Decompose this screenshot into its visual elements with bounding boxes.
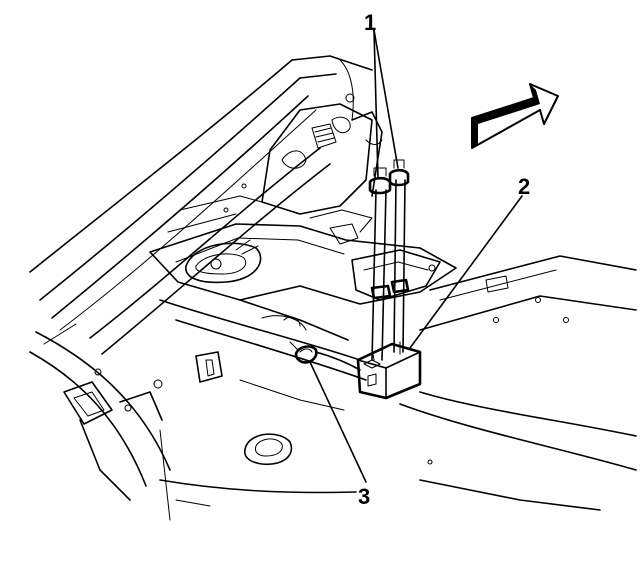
vehicle-body-structure <box>29 55 637 521</box>
callout-leader-lines <box>309 29 523 483</box>
callout-2-label: 2 <box>518 174 530 199</box>
electrical-connector <box>289 341 361 371</box>
mounting-bolts <box>368 159 410 361</box>
front-direction-arrow-icon <box>471 83 559 149</box>
control-module <box>356 341 422 400</box>
callout-3-label: 3 <box>358 484 370 509</box>
callout-1-label: 1 <box>364 10 376 35</box>
